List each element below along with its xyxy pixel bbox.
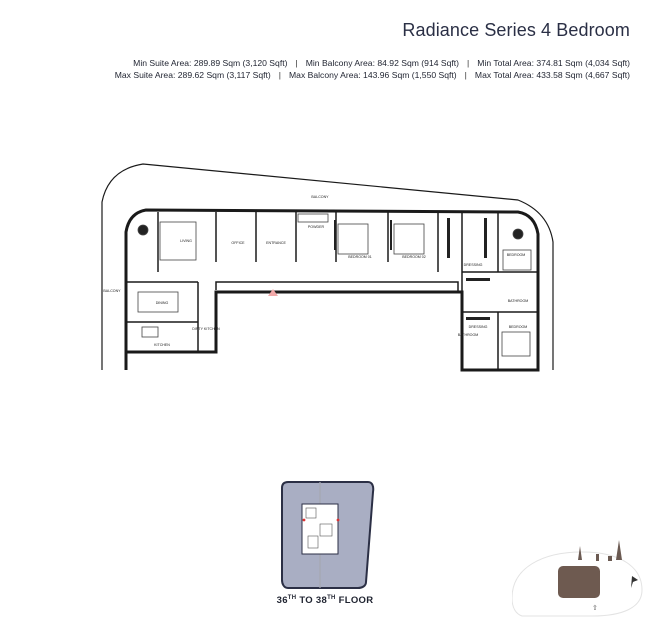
separator: |: [467, 58, 470, 68]
separator: |: [278, 70, 281, 80]
floor-start: 36: [276, 595, 288, 607]
separator: |: [464, 70, 467, 80]
max-balcony-area: Max Balcony Area: 143.96 Sqm (1,550 Sqft…: [289, 70, 457, 80]
entry-marker-icon: [268, 289, 278, 296]
room-label-dressing: DRESSING: [464, 263, 483, 267]
room-label-bathroom-2: BATHROOM: [458, 333, 479, 337]
furniture: [137, 213, 532, 357]
room-label-master-bedroom: BEDROOM: [507, 253, 526, 257]
max-total-area: Max Total Area: 433.58 Sqm (4,667 Sqft): [474, 70, 630, 80]
floor-end-suffix: TH: [327, 595, 336, 601]
key-plan: [281, 481, 375, 589]
balcony-outline: [101, 163, 554, 370]
wardrobes: [334, 218, 490, 320]
room-label-bathroom: BATHROOM: [508, 299, 529, 303]
north-arrow-icon: [631, 576, 638, 588]
room-label-bedroom-03: BEDROOM: [509, 325, 528, 329]
floor-end: TO 38: [296, 595, 328, 607]
page-title: Radiance Series 4 Bedroom: [402, 20, 630, 40]
room-label-dining: DINING: [156, 301, 169, 305]
floor-plan: BALCONY BALCONY LIVING OFFICE ENTRANCE B…: [101, 163, 554, 372]
separator: |: [295, 58, 298, 68]
room-label-bedroom-02: BEDROOM 02: [402, 255, 426, 259]
room-label-bedroom-01: BEDROOM 01: [348, 255, 372, 259]
compass-icon: ⇧: [512, 540, 643, 617]
floor-word: FLOOR: [335, 595, 374, 607]
min-suite-area: Min Suite Area: 289.89 Sqm (3,120 Sqft): [133, 58, 288, 68]
room-label-powder: POWDER: [308, 225, 325, 229]
area-row-max: Max Suite Area: 289.62 Sqm (3,117 Sqft) …: [115, 70, 630, 80]
room-label-dressing-2: DRESSING: [469, 325, 488, 329]
min-balcony-area: Min Balcony Area: 84.92 Sqm (914 Sqft): [305, 58, 460, 68]
room-label-balcony: BALCONY: [311, 195, 329, 199]
room-label-living: LIVING: [180, 239, 192, 243]
area-row-min: Min Suite Area: 289.89 Sqm (3,120 Sqft) …: [133, 58, 630, 68]
room-label-dirty-kitchen: DIRTY KITCHEN: [192, 327, 220, 331]
min-total-area: Min Total Area: 374.81 Sqm (4,034 Sqft): [477, 58, 630, 68]
room-label-entrance: ENTRANCE: [266, 241, 286, 245]
room-label-office: OFFICE: [231, 241, 245, 245]
room-label-balcony-left: BALCONY: [103, 289, 121, 293]
floor-start-suffix: TH: [287, 595, 297, 601]
floor-label: 36TH TO 38TH FLOOR: [270, 595, 380, 606]
svg-text:⇧: ⇧: [592, 604, 598, 612]
max-suite-area: Max Suite Area: 289.62 Sqm (3,117 Sqft): [114, 70, 271, 80]
room-label-kitchen: KITCHEN: [154, 343, 170, 347]
suite-outer-wall: [124, 208, 540, 372]
corridor-wall: [215, 281, 459, 292]
skyline-icon: [578, 540, 622, 561]
location-marker: [558, 566, 600, 598]
